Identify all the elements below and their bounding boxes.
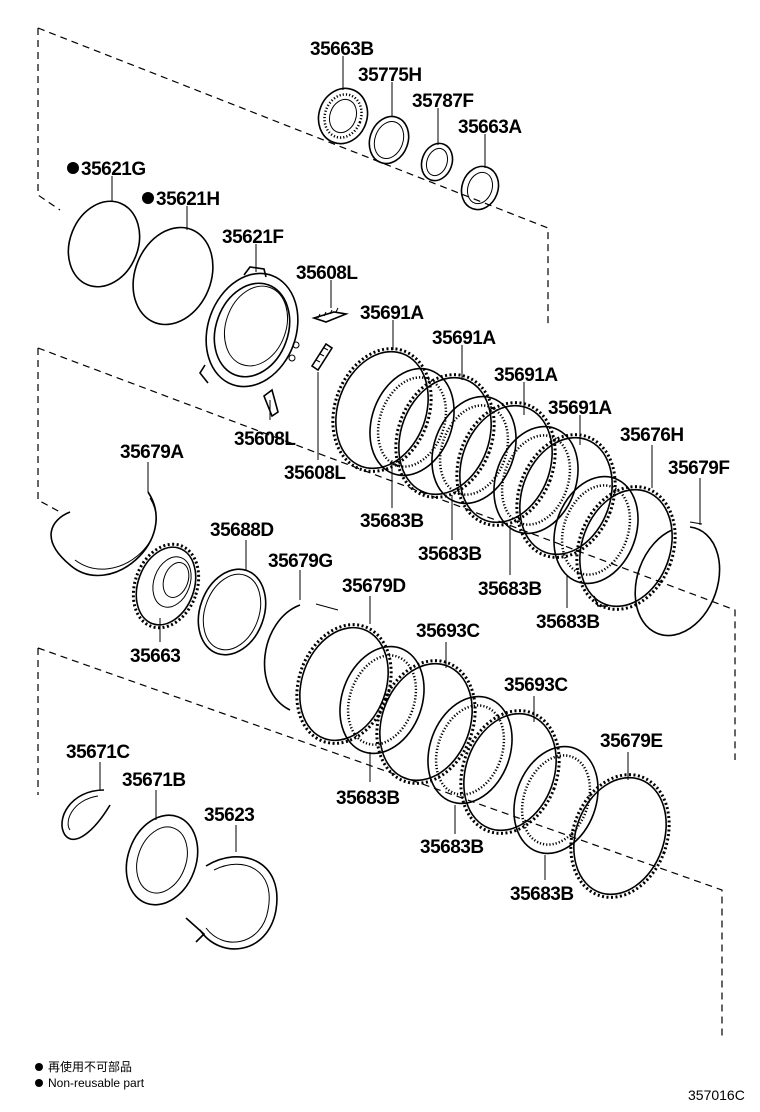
part-35671C-snap-ring [61,789,111,841]
label-35679F: 35679F [668,458,729,479]
label-35787F: 35787F [412,91,473,112]
leader-lines [99,56,701,880]
part-35691A-plate-4 [515,433,617,559]
label-35679E: 35679E [600,731,663,752]
label-35663A: 35663A [458,117,522,138]
label-35683B-3: 35683B [478,579,542,600]
legend: 再使用不可部品 Non-reusable part [35,1059,145,1090]
label-35663: 35663 [130,646,180,667]
legend-text-en: Non-reusable part [48,1076,145,1090]
label-35691A-4: 35691A [548,398,612,419]
part-35775H-ring [368,115,410,165]
group-boundary-upper [37,27,549,325]
group-boundary-middle [37,347,736,760]
part-35608L-spring-left [263,388,279,418]
part-labels: 35663B 35775H 35787F 35663A 35621G 35621… [66,39,730,905]
non-reusable-marker-35621H [142,192,154,204]
part-35676H-flange [575,485,677,611]
legend-text-jp: 再使用不可部品 [48,1059,132,1074]
label-35621F: 35621F [222,227,283,248]
part-35679D-plate [295,623,393,745]
part-35679E-plate [569,773,671,899]
label-35671C: 35671C [66,742,130,763]
part-35671B-spring-plate [125,814,199,906]
part-35683B-disc-2 [431,395,517,505]
part-35608L-spring-top [311,307,349,323]
part-35683B-disc-6 [427,695,513,805]
part-35787F-washer [420,142,454,182]
label-35679A: 35679A [120,442,184,463]
part-35621F-piston [199,266,300,388]
diagram-code: 357016C [688,1087,745,1103]
label-35691A-3: 35691A [494,365,558,386]
part-35621G-oring [67,200,141,288]
label-35683B-2: 35683B [418,544,482,565]
part-35663-hub [131,542,201,630]
part-35663B-bearing [317,87,369,145]
label-35679D: 35679D [342,576,406,597]
label-35683B-5: 35683B [336,788,400,809]
part-35623-piston [185,856,278,950]
label-35623: 35623 [204,805,254,826]
label-35691A-2: 35691A [432,328,496,349]
label-35663B: 35663B [310,39,374,60]
label-35688D: 35688D [210,520,274,541]
label-35683B-7: 35683B [510,884,574,905]
label-35608L-top: 35608L [296,263,358,284]
legend-bullet-en [35,1079,43,1087]
part-35693C-plate-1 [375,659,477,785]
label-35608L-left: 35608L [234,429,296,450]
label-35621H: 35621H [156,189,220,210]
label-35683B-6: 35683B [420,837,484,858]
part-35683B-disc-1 [369,367,455,477]
label-35676H: 35676H [620,425,684,446]
part-35679A-snap-ring [50,491,157,577]
group-boundary-lower [37,647,723,1038]
part-35683B-disc-7 [513,745,599,855]
part-35691A-plate-1 [331,347,433,473]
label-35693C-1: 35693C [416,621,480,642]
part-35693C-plate-2 [459,709,561,835]
part-35679F-snap-ring [634,521,721,637]
non-reusable-marker-35621G [67,162,79,174]
part-35683B-disc-4 [553,475,639,585]
label-35621G: 35621G [81,159,146,180]
label-35608L-right: 35608L [284,463,346,484]
part-35683B-disc-5 [339,645,425,755]
label-35683B-1: 35683B [360,511,424,532]
part-35621H-oring [132,226,214,326]
legend-bullet-jp [35,1063,43,1071]
label-35775H: 35775H [358,65,422,86]
part-35683B-disc-3 [493,425,579,535]
label-35671B: 35671B [122,770,186,791]
label-35691A-1: 35691A [360,303,424,324]
part-35691A-plate-3 [455,401,557,527]
part-35608L-spring-right [310,342,334,372]
label-35679G: 35679G [268,551,333,572]
part-35688D-ring [197,568,267,656]
label-35683B-4: 35683B [536,612,600,633]
part-35663A-bearing [460,165,500,211]
part-35679G-snap-ring [263,603,339,711]
label-35693C-2: 35693C [504,675,568,696]
part-35691A-plate-2 [394,373,496,499]
